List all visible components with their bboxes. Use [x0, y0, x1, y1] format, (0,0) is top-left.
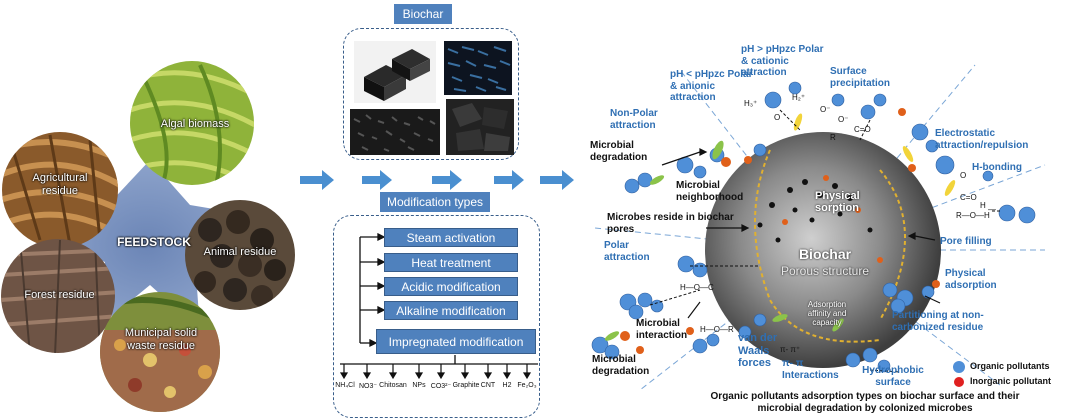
sphere-title: Biochar [798, 246, 852, 262]
label-microbial-degradation-top: Microbial degradation [590, 140, 648, 163]
svg-text:H₂⁺: H₂⁺ [792, 93, 805, 102]
feedstock-label-agricultural: Agricultural residue [32, 172, 88, 197]
biochar-granules [350, 109, 440, 155]
label-ph-high: pH > pHpzc Polar & cationic attraction [741, 44, 824, 78]
sphere-orange-specks [782, 175, 883, 263]
label-microbial-interaction: Microbial interaction [636, 318, 688, 341]
mod-steam-activation: Steam activation [384, 228, 518, 247]
forest-residue-photo [1, 239, 115, 353]
svg-text:O: O [960, 171, 966, 180]
impregnant-graphite: Graphite [452, 382, 480, 389]
feedstock-graphic [1, 61, 295, 412]
svg-text:H: H [980, 201, 986, 210]
arrow-feedstock-to-biochar [300, 170, 334, 190]
label-physical-sorption: Physical sorption [815, 190, 860, 214]
bond-lines [649, 109, 1000, 373]
sphere-subtitle: Porous structure [780, 264, 870, 278]
arrow-mod-1 [362, 170, 392, 190]
svg-text:O⁻: O⁻ [820, 105, 830, 114]
mod-impregnated: Impregnated modification [376, 329, 536, 354]
feedstock-label-forest: Forest residue [24, 289, 95, 301]
label-electrostatic: Electrostatic attraction/repulsion [935, 128, 1029, 151]
arrow-to-mechanisms [540, 170, 574, 190]
black-arrows [661, 148, 941, 319]
label-pore-filling: Pore filling [940, 236, 992, 247]
biochar-cubes [364, 49, 430, 101]
legend-inorganic-label: Inorganic pollutant [970, 376, 1051, 386]
feedstock-label-algal: Algal biomass [160, 118, 230, 130]
label-adsorption-affinity: Adsorption affinity and capacity [807, 300, 847, 328]
label-vdw: van der Waals forces [738, 332, 778, 370]
label-microbial-degradation-bottom: Microbial degradation [592, 354, 650, 377]
agricultural-residue-photo [2, 132, 118, 248]
label-physical-adsorption: Physical adsorption [945, 268, 997, 291]
label-hbonding: H-bonding [972, 162, 1022, 173]
label-surface-precipitation: Surface precipitation [830, 66, 891, 89]
biochar-sphere [705, 132, 941, 368]
label-microbes-reside: Microbes reside in biochar pores [607, 212, 734, 235]
legend-organic-marker [953, 361, 965, 373]
feedstock-star [45, 160, 250, 330]
svg-text:O⁻: O⁻ [838, 115, 848, 124]
svg-text:—: — [988, 205, 996, 214]
feedstock-label-animal: Animal residue [203, 246, 277, 258]
biochar-photo-frame [343, 28, 519, 160]
label-pipi: π- π Interactions [782, 358, 839, 381]
feedstock-label-municipal: Municipal solid waste residue [124, 327, 198, 352]
arrow-mod-2 [432, 170, 462, 190]
impregnant-arrows [339, 364, 532, 380]
impregnant-no3: NO3⁻ [358, 383, 378, 390]
label-microbial-neighborhood: Microbial neighborhood [676, 180, 744, 203]
label-hydrophobic: Hydrophobic surface [862, 365, 924, 388]
svg-text:C=O: C=O [854, 125, 871, 134]
label-nonpolar: Non-Polar attraction [610, 108, 658, 131]
mod-heat-treatment: Heat treatment [384, 253, 518, 272]
mod-alkaline: Alkaline modification [384, 301, 518, 320]
svg-text:H—O—C: H—O—C [680, 283, 714, 292]
chemistry-glyphs: H₃⁺ O H₂⁺ O⁻ O⁻ C=O R O H— C=O R—O—H H—O—C H—O—R… [680, 93, 996, 354]
algal-biomass-photo [130, 61, 254, 185]
sphere-specks [757, 179, 873, 243]
svg-text:R—O—H: R—O—H [956, 211, 990, 220]
biochar-title: Biochar [394, 4, 452, 24]
impregnant-co3: CO3²⁻ [430, 383, 452, 390]
modification-frame [333, 215, 540, 418]
label-ph-low: pH < pHpzc Polar & anionic attraction [670, 69, 753, 103]
biochar-photos [350, 41, 514, 155]
impregnant-h2: H2 [502, 382, 512, 389]
label-polar: Polar attraction [604, 240, 650, 263]
mechanisms-caption: Organic pollutants adsorption types on b… [710, 391, 1020, 414]
legend-inorganic-marker [954, 377, 964, 387]
impregnant-fe2o3: Fe₂O₃ [517, 382, 537, 389]
svg-text:O: O [774, 113, 780, 122]
svg-text:H—O—R: H—O—R [700, 325, 734, 334]
impregnant-nh4cl: NH₄Cl [335, 382, 355, 389]
animal-residue-photo [185, 200, 295, 310]
orange-microbes [620, 108, 940, 354]
svg-text:C=O: C=O [960, 193, 977, 202]
modification-types-title: Modification types [380, 192, 490, 212]
label-partitioning: Partitioning at non-carbonized residue [892, 310, 984, 333]
mod-acidic: Acidic modification [384, 277, 518, 296]
impregnant-chitosan: Chitosan [379, 382, 407, 389]
arrow-mod-3 [494, 170, 524, 190]
impregnant-nps: NPs [412, 382, 426, 389]
svg-text:R: R [830, 133, 836, 142]
legend-organic-label: Organic pollutants [970, 361, 1050, 371]
green-microbes [604, 140, 844, 341]
impregnant-cnt: CNT [480, 382, 496, 389]
svg-text:π- π⁺: π- π⁺ [780, 345, 800, 354]
feedstock-center-label: FEEDSTOCK [117, 235, 191, 249]
svg-text:H₃⁺: H₃⁺ [744, 99, 757, 108]
